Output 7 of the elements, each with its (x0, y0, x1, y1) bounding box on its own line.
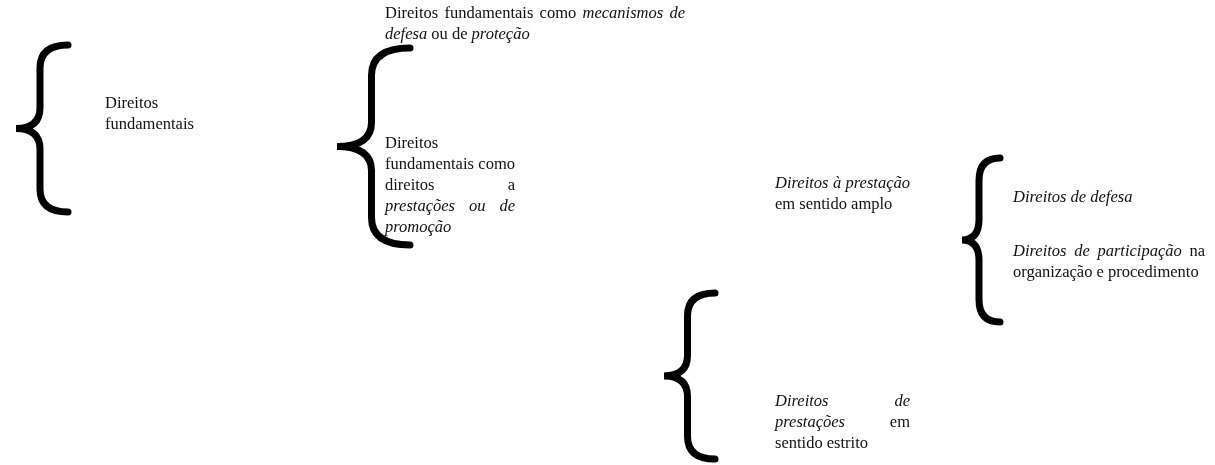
category-text: Direitos de prestações em sentido estrito (775, 390, 910, 453)
category-text: Direitos de participação na organização e procedimento (1013, 240, 1205, 282)
category-text: Direitos à prestação em sentido amplo (775, 172, 910, 214)
category-text: Direitos de defesa (1013, 186, 1134, 207)
category-text: Direitos fundamentais como mecanismos de defesa ou de proteção (385, 2, 685, 44)
category-text: Direitos fundamentais como direitos a prestações ou de promoção (385, 132, 515, 237)
category-text: Direitos fundamentais (105, 92, 195, 134)
